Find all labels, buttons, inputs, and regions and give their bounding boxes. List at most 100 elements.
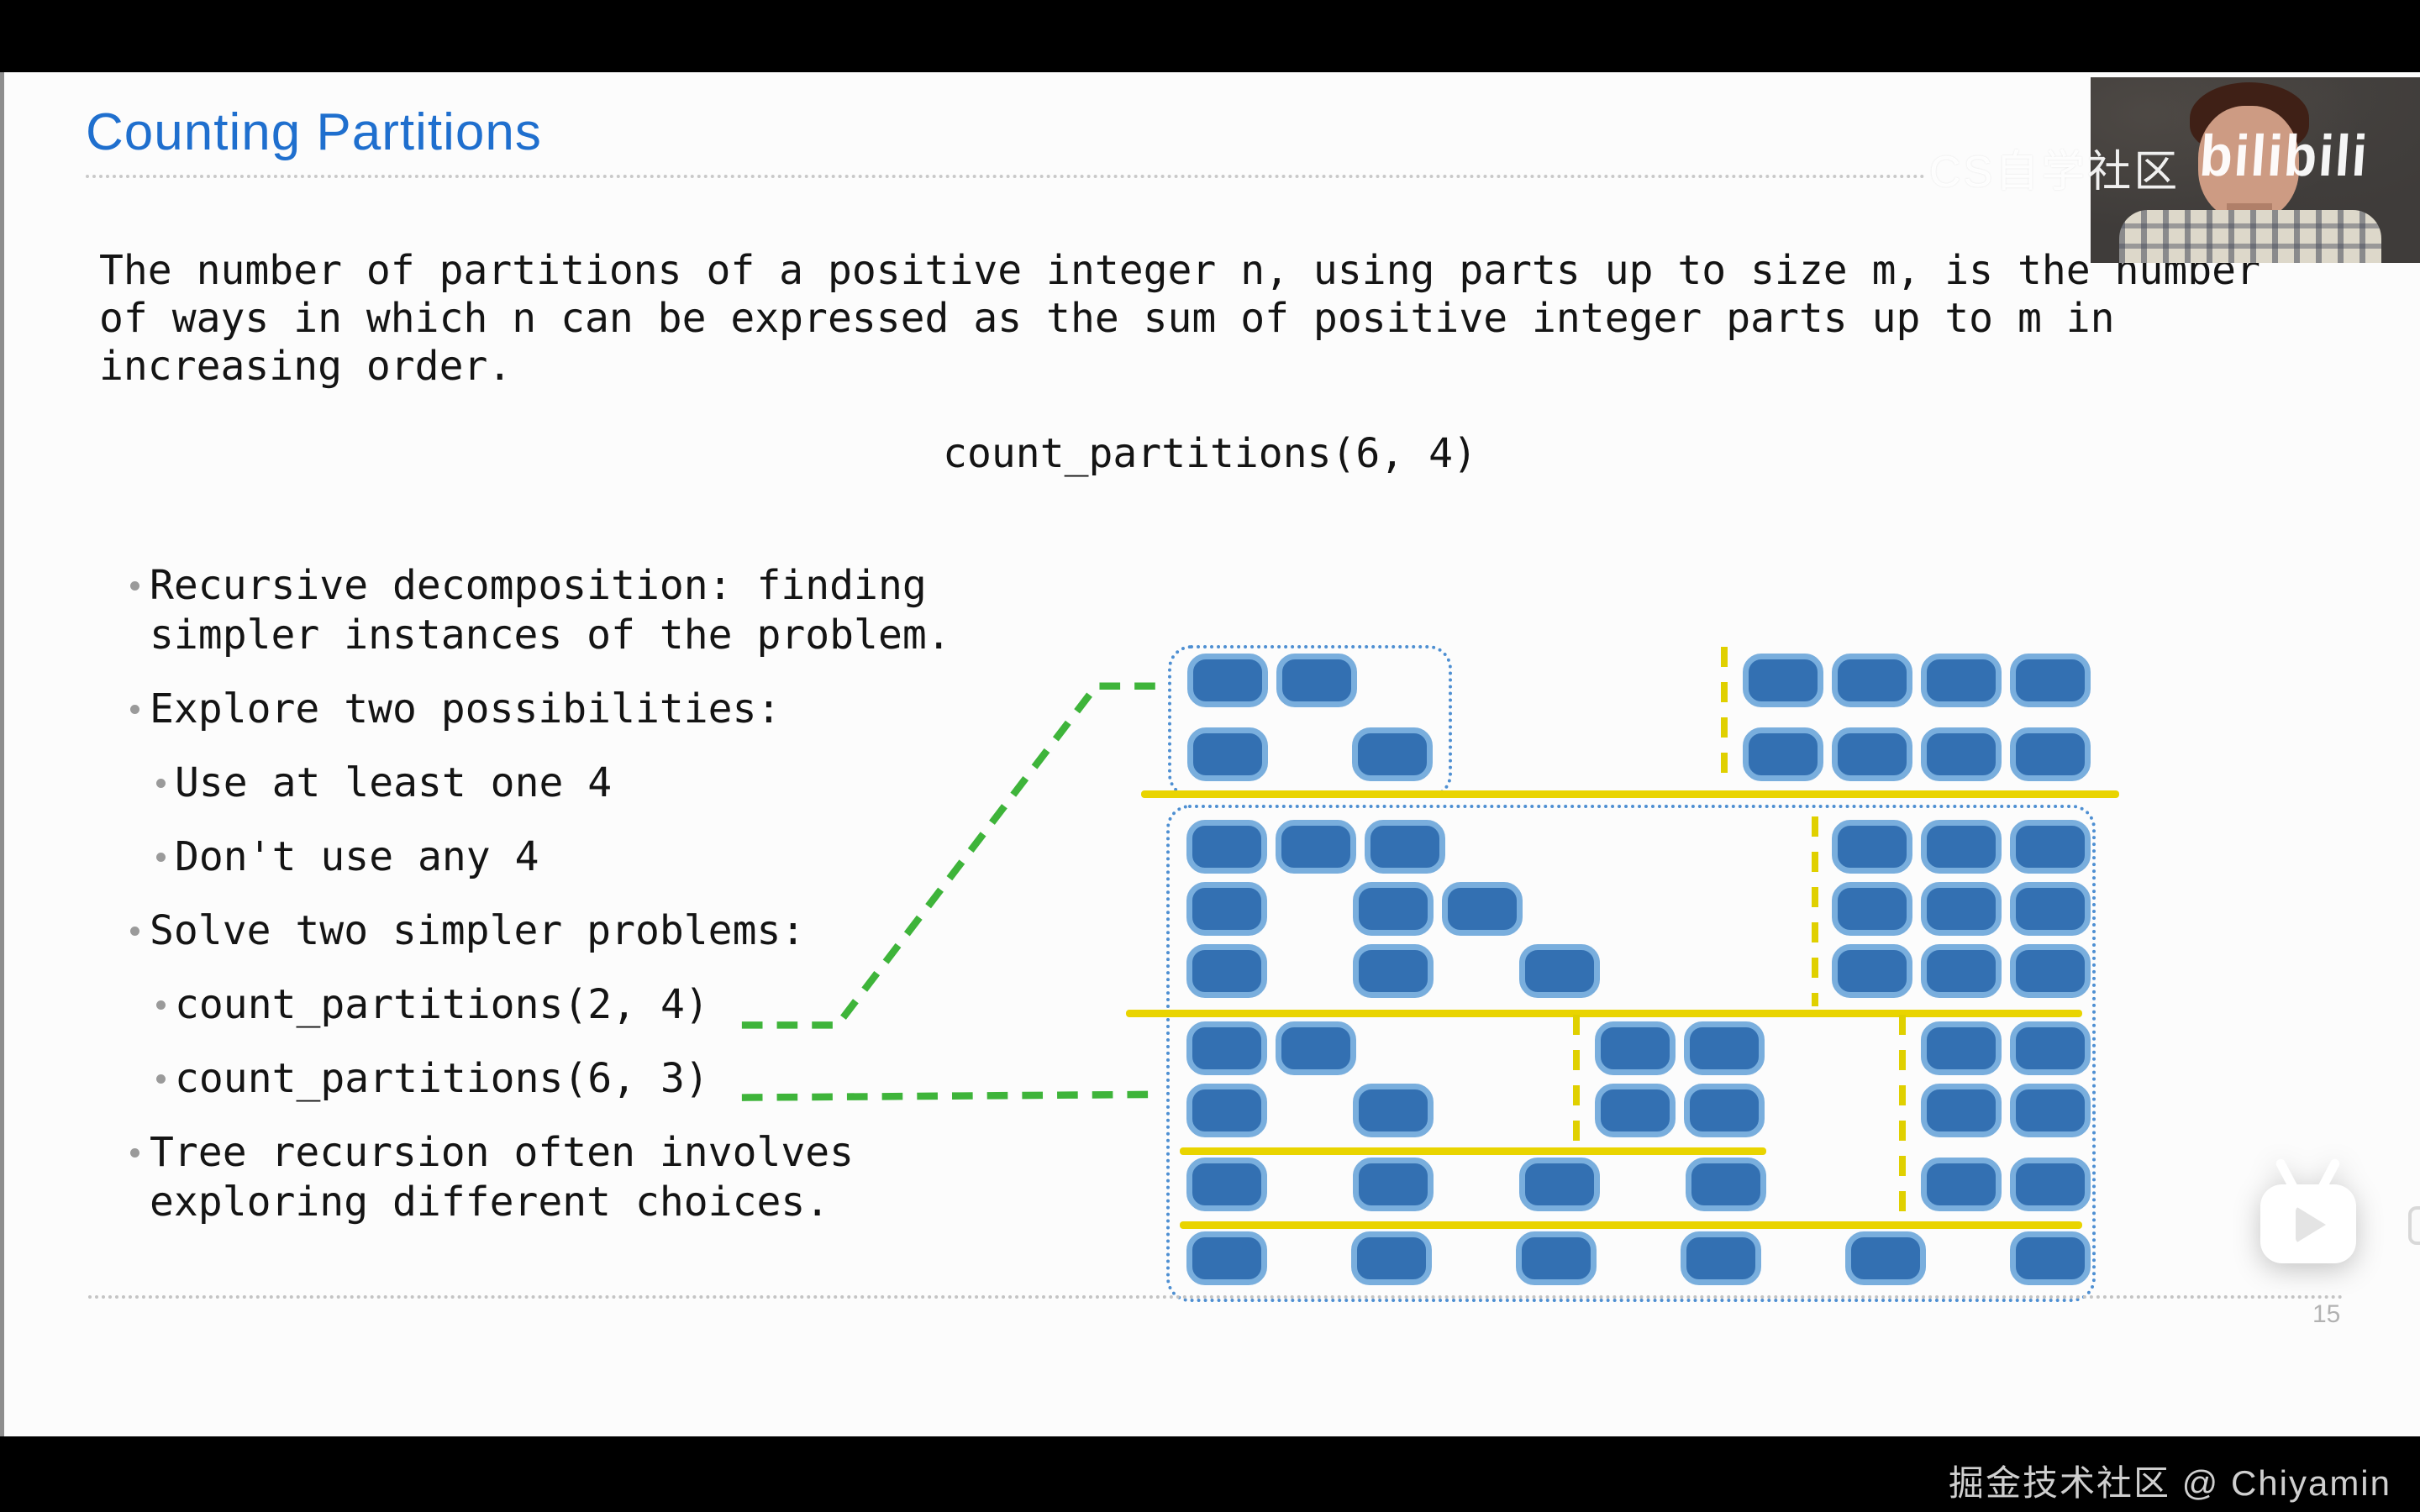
partition-unit-block (1743, 654, 1823, 707)
webcam-overlay (2091, 77, 2420, 263)
definition-line: increasing order. (99, 343, 513, 390)
partition-unit-block (1186, 1231, 1267, 1285)
bullet-dot-icon (156, 779, 166, 788)
partition-unit-block (1352, 727, 1433, 781)
partition-unit-block (1832, 820, 1912, 874)
partition-unit-block (2010, 944, 2091, 998)
bullet-dot-icon (156, 1074, 166, 1084)
bullet-dot-icon (130, 1148, 139, 1158)
connector-count-partitions-6-3 (741, 1090, 1163, 1101)
bullet-line: Use at least one 4 (175, 759, 613, 806)
partition-unit-block (1921, 1084, 2002, 1137)
partition-unit-block (1186, 1021, 1267, 1075)
bullet-line: count_partitions(2, 4) (175, 981, 709, 1028)
yellow-divider-line (1180, 1221, 2082, 1229)
presenter-face (2198, 106, 2299, 220)
bullet-line: Tree recursion often involves (150, 1129, 855, 1176)
partition-unit-block (1681, 1231, 1761, 1285)
partition-unit-block (1353, 1158, 1434, 1211)
partition-unit-block (1276, 1021, 1356, 1075)
presenter-plaid-shirt (2119, 210, 2381, 263)
edge-floating-icon[interactable] (2408, 1206, 2420, 1245)
partition-unit-block (1186, 944, 1267, 998)
partition-unit-block (1684, 1084, 1765, 1137)
play-triangle-icon (2296, 1206, 2326, 1243)
partition-unit-block (1595, 1021, 1676, 1075)
connector-count-partitions-2-4 (741, 682, 1169, 1029)
partition-unit-block (1519, 1158, 1600, 1211)
page-number: 15 (2312, 1300, 2341, 1328)
partition-unit-block (1186, 882, 1267, 936)
bullet-dot-icon (156, 853, 166, 862)
bullet-dot-icon (156, 1000, 166, 1010)
partition-unit-block (2010, 882, 2091, 936)
partition-unit-block (2010, 654, 2091, 707)
partition-unit-block (1186, 1084, 1267, 1137)
bullet-item: count_partitions(6, 3) (0, 1054, 1143, 1104)
partition-unit-block (1743, 727, 1823, 781)
partition-unit-block (2010, 820, 2091, 874)
partition-unit-block (1276, 820, 1356, 874)
partition-unit-block (1684, 1021, 1765, 1075)
partition-unit-block (1351, 1231, 1432, 1285)
bullet-line: exploring different choices. (150, 1179, 830, 1226)
partitions-of-6-max-3-box (1166, 805, 2096, 1302)
yellow-divider-line (1126, 1010, 2082, 1017)
partition-unit-block (1921, 820, 2002, 874)
slide-left-edge (0, 72, 4, 1436)
bullet-dot-icon (130, 927, 139, 936)
partition-unit-block (1845, 1231, 1926, 1285)
partition-unit-block (1921, 654, 2002, 707)
partition-unit-block (2010, 1021, 2091, 1075)
bilibili-logo: bilibili (2197, 123, 2371, 188)
partition-unit-block (1832, 944, 1912, 998)
title-underline (86, 175, 1926, 178)
bullet-line: simpler instances of the problem. (150, 612, 951, 659)
partition-unit-block (1187, 727, 1268, 781)
definition-line: The number of partitions of a positive i… (99, 247, 2260, 294)
footer-dotted-separator (88, 1295, 2344, 1299)
partition-unit-block (1921, 727, 2002, 781)
bullet-item: Use at least one 4 (0, 759, 1143, 808)
partition-unit-block (1595, 1084, 1676, 1137)
bullet-dot-icon (130, 705, 139, 714)
partition-unit-block (1921, 1158, 2002, 1211)
partition-unit-block (1519, 944, 1600, 998)
partition-unit-block (1921, 1021, 2002, 1075)
partition-unit-block (1186, 1158, 1267, 1211)
bullet-item: Explore two possibilities: (0, 685, 1143, 734)
channel-watermark: CS自学社区 (1929, 148, 2181, 197)
partition-unit-block (2010, 1158, 2091, 1211)
yellow-dashed-divider (1721, 647, 1728, 788)
partition-unit-block (1921, 944, 2002, 998)
yellow-dashed-divider (1812, 816, 1818, 1006)
partition-unit-block (1832, 727, 1912, 781)
partition-unit-block (1365, 820, 1445, 874)
partition-unit-block (1186, 820, 1267, 874)
partitions-diagram (741, 645, 2119, 1302)
partition-unit-block (2010, 1084, 2091, 1137)
bullet-line: count_partitions(6, 3) (175, 1055, 709, 1102)
partition-unit-block (1832, 882, 1912, 936)
bullet-item: Don't use any 4 (0, 832, 1143, 882)
definition-line: of ways in which n can be expressed as t… (99, 295, 2115, 342)
partition-unit-block (2010, 727, 2091, 781)
bullet-line: Explore two possibilities: (150, 685, 781, 732)
partition-unit-block (1686, 1158, 1766, 1211)
page-title: Counting Partitions (86, 103, 542, 161)
definition-paragraph: The number of partitions of a positive i… (99, 247, 2260, 391)
bilibili-tv-icon[interactable] (2260, 1156, 2358, 1267)
center-expression: count_partitions(6, 4) (943, 430, 1477, 477)
partition-unit-block (1353, 944, 1434, 998)
partition-unit-block (1353, 882, 1434, 936)
partition-unit-block (1516, 1231, 1597, 1285)
partition-unit-block (1921, 882, 2002, 936)
partition-unit-block (1187, 654, 1268, 707)
credit-text: 掘金技术社区 @ Chiyamin (1948, 1463, 2391, 1503)
bullet-dot-icon (130, 581, 139, 591)
yellow-dashed-divider (1899, 1015, 1906, 1218)
